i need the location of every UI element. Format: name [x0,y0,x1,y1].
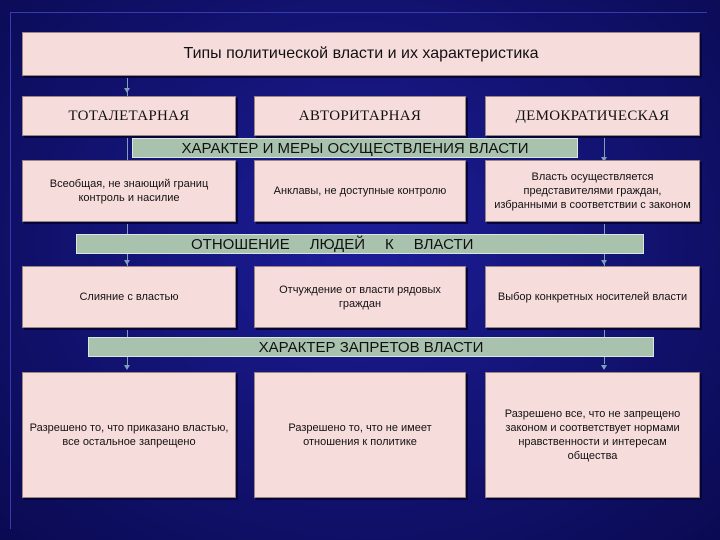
type-authoritarian: АВТОРИТАРНАЯ [254,96,466,136]
heading-word: К [385,235,394,253]
cell-prohibitions-authoritarian: Разрешено то, что не имеет отношения к п… [254,372,466,498]
diagram-frame [10,12,707,529]
cell-relation-authoritarian: Отчуждение от власти рядовых граждан [254,266,466,328]
cell-relation-totalitarian: Слияние с властью [22,266,236,328]
section-heading-relation-to-power: ОТНОШЕНИЕ ЛЮДЕЙ К ВЛАСТИ [76,234,644,254]
heading-word: ЛЮДЕЙ [309,235,365,253]
arrow-right-3 [601,365,607,370]
cell-prohibitions-democratic: Разрешено все, что не запрещено законом … [485,372,700,498]
cell-measures-democratic: Власть осуществляется представителями гр… [485,160,700,222]
arrow-left-2 [124,260,130,265]
cell-measures-totalitarian: Всеобщая, не знающий границ контроль и н… [22,160,236,222]
diagram-title: Типы политической власти и их характерис… [22,32,700,76]
cell-prohibitions-totalitarian: Разрешено то, что приказано властью, все… [22,372,236,498]
arrow-left-1 [124,88,130,93]
heading-word: ОТНОШЕНИЕ [191,235,290,253]
cell-relation-democratic: Выбор конкретных носителей власти [485,266,700,328]
type-totalitarian: ТОТАЛЕТАРНАЯ [22,96,236,136]
section-heading-prohibitions: ХАРАКТЕР ЗАПРЕТОВ ВЛАСТИ [88,337,654,357]
arrow-left-3 [124,365,130,370]
cell-measures-authoritarian: Анклавы, не доступные контролю [254,160,466,222]
arrow-right-1 [601,157,607,162]
arrow-right-2 [601,260,607,265]
heading-word: ВЛАСТИ [413,235,474,253]
type-democratic: ДЕМОКРАТИЧЕСКАЯ [485,96,700,136]
section-heading-power-measures: ХАРАКТЕР И МЕРЫ ОСУЩЕСТВЛЕНИЯ ВЛАСТИ [132,138,578,158]
